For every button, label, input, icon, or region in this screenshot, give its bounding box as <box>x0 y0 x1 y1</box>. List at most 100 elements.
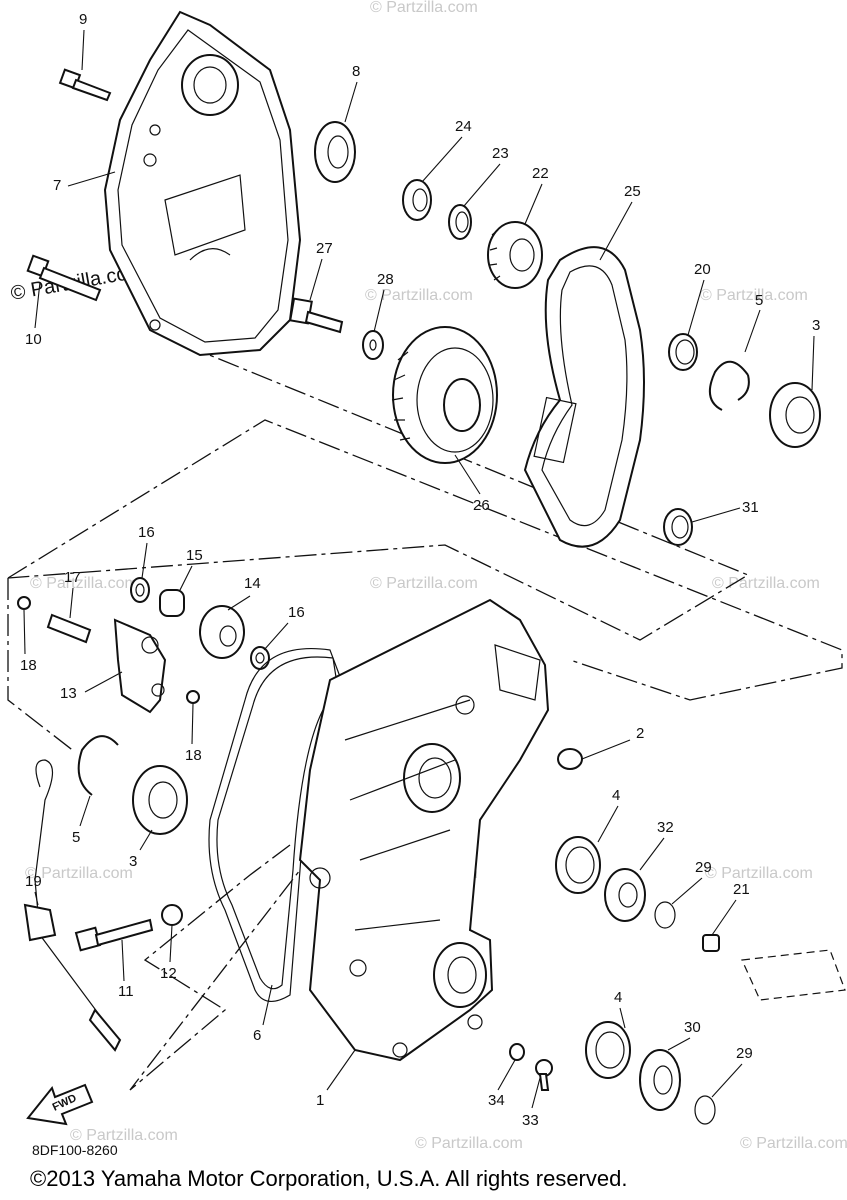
leader-line <box>639 837 665 871</box>
callout-9: 9 <box>79 11 87 28</box>
washer-16b <box>250 646 270 670</box>
bearing-3 <box>769 382 821 448</box>
leader-line <box>744 309 761 353</box>
bearing-30 <box>639 1049 681 1111</box>
plug-2 <box>557 748 583 770</box>
leader-line <box>344 81 358 123</box>
callout-34: 34 <box>488 1092 505 1109</box>
sprocket-22 <box>487 221 543 289</box>
seal-20 <box>668 333 698 371</box>
leader-line <box>309 258 323 301</box>
callout-25: 25 <box>624 183 641 200</box>
leader-line <box>597 805 619 843</box>
circlip-5b <box>77 735 119 796</box>
callout-31: 31 <box>742 499 759 516</box>
watermark: © Partzilla.com <box>70 1127 178 1144</box>
callout-33: 33 <box>522 1112 539 1129</box>
bearing-8 <box>314 121 356 183</box>
callout-6: 6 <box>253 1027 261 1044</box>
leader-line <box>81 29 85 71</box>
watermark: © Partzilla.com <box>705 865 813 882</box>
leader-line <box>191 703 194 745</box>
leader-line <box>524 183 543 225</box>
seal-31 <box>663 508 693 546</box>
leader-line <box>227 595 251 611</box>
callout-1: 1 <box>316 1092 324 1109</box>
chain-25 <box>523 246 645 548</box>
shaft-17 <box>46 613 92 644</box>
callout-29: 29 <box>736 1045 753 1062</box>
tensioner-arm-13 <box>113 618 167 714</box>
watermark: © Partzilla.com <box>415 1135 523 1152</box>
leader-line <box>121 939 125 982</box>
leader-line <box>169 924 173 963</box>
callout-4: 4 <box>614 989 622 1006</box>
callout-5: 5 <box>72 829 80 846</box>
leader-line <box>531 1077 541 1109</box>
callout-18: 18 <box>20 657 37 674</box>
seal-4b <box>585 1021 631 1079</box>
leader-line <box>263 622 289 651</box>
callout-labels: 1233445567891011121314151616171818192021… <box>20 11 820 1129</box>
fwd-arrow: FWD <box>26 1083 94 1126</box>
callout-7: 7 <box>53 177 61 194</box>
callout-16: 16 <box>288 604 305 621</box>
callout-13: 13 <box>60 685 77 702</box>
seal-24 <box>402 179 432 221</box>
washer-34 <box>509 1043 525 1061</box>
leader-line <box>463 163 501 207</box>
leader-line <box>497 1059 516 1091</box>
leader-line <box>811 335 815 391</box>
circlip-5 <box>708 360 750 411</box>
ring-29b <box>694 1095 716 1125</box>
callout-10: 10 <box>25 331 42 348</box>
nut-12 <box>161 904 183 926</box>
leader-line <box>67 171 116 187</box>
leader-line <box>687 279 705 336</box>
copyright-notice: ©2013 Yamaha Motor Corporation, U.S.A. A… <box>30 1166 628 1191</box>
chain-case-1 <box>298 598 550 1062</box>
clip-18 <box>17 596 31 610</box>
leader-line <box>141 542 148 579</box>
callout-18: 18 <box>185 747 202 764</box>
leader-line <box>691 507 741 523</box>
leader-line <box>79 795 91 827</box>
bearing-15 <box>159 589 185 617</box>
callout-30: 30 <box>684 1019 701 1036</box>
callout-11: 11 <box>118 983 134 1000</box>
callout-3: 3 <box>812 317 820 334</box>
leader-line <box>84 671 123 693</box>
callout-23: 23 <box>492 145 509 162</box>
callout-12: 12 <box>160 965 177 982</box>
ring-29 <box>654 901 676 929</box>
callout-28: 28 <box>377 271 394 288</box>
washer-23 <box>448 204 472 240</box>
callout-19: 19 <box>25 873 42 890</box>
callout-17: 17 <box>64 569 81 586</box>
leader-line <box>667 1037 691 1051</box>
watermark: © Partzilla.com <box>30 575 138 592</box>
leader-line <box>671 877 703 905</box>
callout-24: 24 <box>455 118 472 135</box>
leader-line <box>179 565 193 591</box>
leader-line <box>619 1007 626 1029</box>
callout-21: 21 <box>733 881 750 898</box>
leader-line <box>711 899 737 936</box>
callout-16: 16 <box>138 524 155 541</box>
leader-line <box>262 984 273 1026</box>
document-code: 8DF100-8260 <box>32 1142 118 1158</box>
watermark: © Partzilla.com <box>365 287 473 304</box>
bolt-9 <box>58 68 112 102</box>
watermark: © Partzilla.com <box>712 575 820 592</box>
bolt-33 <box>535 1059 553 1091</box>
watermark: © Partzilla.com <box>700 287 808 304</box>
shaft-ghost <box>741 949 846 1001</box>
callout-4: 4 <box>612 787 620 804</box>
leader-line <box>454 454 481 495</box>
bolt-11 <box>74 918 154 952</box>
callout-8: 8 <box>352 63 360 80</box>
roller-14 <box>199 605 245 659</box>
plug-21 <box>702 934 720 952</box>
callout-20: 20 <box>694 261 711 278</box>
